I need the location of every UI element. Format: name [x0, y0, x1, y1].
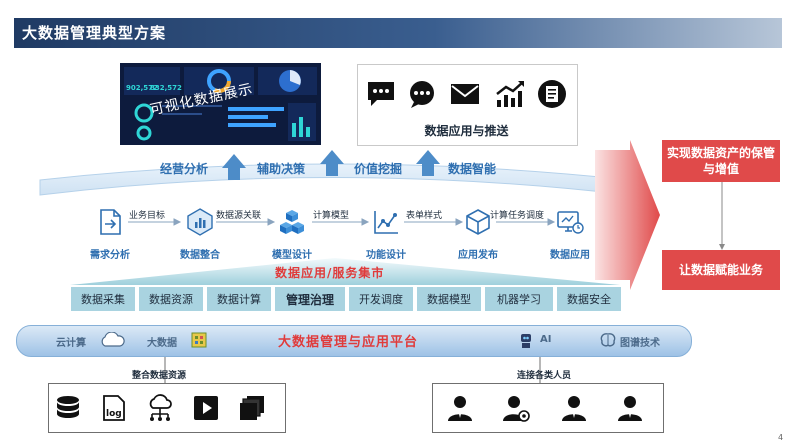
integrate-resources-label: 整合数据资源 — [132, 371, 187, 381]
connect-people-label: 连接各类人员 — [517, 371, 572, 381]
step-label-3: 模型设计 — [272, 250, 312, 261]
function-chart-icon — [374, 211, 398, 234]
ai-robot-icon — [521, 334, 531, 348]
model-cubes-icon — [280, 210, 304, 234]
person-icon — [448, 396, 472, 421]
service-cell-security: 数据安全 — [556, 286, 622, 312]
channel-box — [357, 64, 578, 146]
service-cell-model: 数据模型 — [416, 286, 482, 312]
connector-label-3: 计算模型 — [313, 211, 350, 221]
person-icon — [618, 396, 642, 421]
platform-ai-label: AI — [540, 334, 552, 345]
title-accent — [10, 18, 14, 48]
title-bar — [10, 18, 782, 48]
sms-icon — [368, 82, 394, 106]
data-integration-icon — [187, 208, 213, 236]
person-icon — [562, 396, 586, 421]
monitor-clock-icon — [557, 211, 584, 234]
step-label-6: 数据应用 — [550, 250, 590, 261]
service-cell-resources: 数据资源 — [138, 286, 204, 312]
connector-label-4: 表单样式 — [406, 211, 443, 221]
bigdata-chip-icon — [191, 332, 207, 348]
service-cell-governance: 管理治理 — [274, 286, 346, 312]
platform-cloud-label: 云计算 — [56, 338, 86, 349]
database-icon — [57, 396, 79, 418]
cloud-icon — [101, 332, 125, 347]
platform-bar — [16, 325, 692, 357]
dashboard-stat-2: 832,572 — [150, 84, 182, 92]
connector-label-1: 业务目标 — [129, 211, 166, 221]
outcome-asset-value: 实现数据资产的保管与增值 — [662, 140, 780, 182]
dashboard-graphics — [120, 63, 321, 145]
document-icon — [538, 80, 566, 108]
play-icon — [194, 396, 218, 420]
person-settings-icon — [503, 396, 530, 422]
log-icon: log — [103, 395, 125, 421]
dashboard-thumbnail — [120, 63, 321, 145]
page-number: 4 — [778, 433, 784, 442]
service-cell-compute: 数据计算 — [206, 286, 272, 312]
mail-icon — [451, 84, 479, 104]
value-label-4: 数据智能 — [448, 162, 497, 176]
chat-icon — [410, 81, 434, 108]
value-label-2: 辅助决策 — [257, 162, 306, 176]
people-box — [432, 383, 664, 433]
step-label-1: 需求分析 — [90, 250, 130, 261]
connector-label-5: 计算任务调度 — [490, 211, 545, 221]
page-title: 大数据管理典型方案 — [22, 24, 167, 42]
platform-bigdata-label: 大数据 — [147, 338, 177, 349]
chart-icon — [496, 81, 524, 107]
dashboard-stat-1: 902,572 — [126, 84, 158, 92]
step-label-4: 功能设计 — [366, 250, 406, 261]
channel-label: 数据应用与推送 — [424, 124, 509, 138]
platform-title: 大数据管理与应用平台 — [278, 335, 419, 350]
brain-icon — [600, 333, 616, 347]
stack-icon — [240, 396, 264, 420]
requirement-doc-icon — [100, 209, 121, 235]
service-cell-ml: 机器学习 — [484, 286, 554, 312]
connector-label-2: 数据源关联 — [216, 211, 262, 221]
cloud-network-icon — [149, 394, 172, 421]
step-label-2: 数据整合 — [180, 250, 220, 261]
platform-graph-label: 图谱技术 — [620, 338, 660, 349]
svg-text:log: log — [106, 409, 122, 419]
value-label-1: 经营分析 — [160, 162, 209, 176]
step-label-5: 应用发布 — [458, 250, 498, 261]
value-label-3: 价值挖掘 — [354, 162, 403, 176]
service-market-title: 数据应用/服务集市 — [275, 266, 385, 280]
outcome-empower-business: 让数据赋能业务 — [662, 250, 780, 290]
publish-cube-icon — [466, 209, 490, 235]
service-cell-scheduling: 开发调度 — [348, 286, 414, 312]
service-cell-collection: 数据采集 — [70, 286, 136, 312]
